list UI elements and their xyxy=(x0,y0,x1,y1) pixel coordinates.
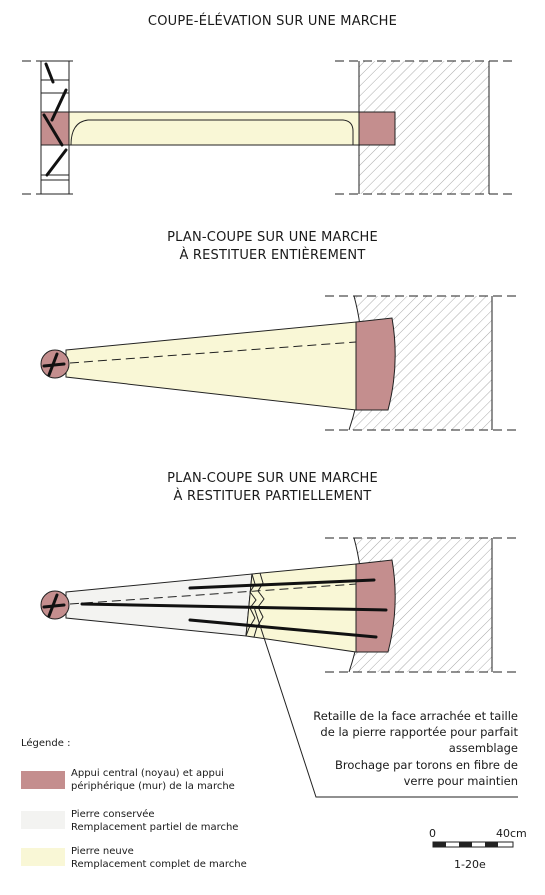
scale-bar-segment xyxy=(433,842,446,847)
scale-start-label: 0 xyxy=(429,827,436,840)
plan-full-centerline xyxy=(55,341,357,365)
scale-bar-segment xyxy=(485,842,498,847)
plan-full-title: PLAN-COUPE SUR UNE MARCHE À RESTITUER EN… xyxy=(0,229,545,265)
plan-full-title-line1: PLAN-COUPE SUR UNE MARCHE xyxy=(167,230,378,245)
scale-ratio-label: 1-20e xyxy=(454,858,486,871)
annotation-brochage-line: verre pour maintien xyxy=(403,774,518,788)
plan-partial-title-line2: À RESTITUER PARTIELLEMENT xyxy=(173,489,372,504)
annotation-retaille-line: assemblage xyxy=(448,741,518,755)
scale-bar-segment xyxy=(459,842,472,847)
elevation-wall-appui xyxy=(358,111,396,146)
legend-item-conservee: Pierre conservée Remplacement partiel de… xyxy=(71,808,238,834)
plan-partial-rods xyxy=(80,578,388,639)
plan-partial-rod xyxy=(188,578,376,590)
elevation-section xyxy=(22,60,515,195)
annotation-retaille-line: de la pierre rapportée pour parfait xyxy=(320,725,518,739)
scale-end-label: 40cm xyxy=(496,827,527,840)
elevation-step-underside xyxy=(70,119,354,146)
annotation-brochage: Brochage par torons en fibre de verre po… xyxy=(278,757,518,789)
elevation-title: COUPE-ÉLÉVATION SUR UNE MARCHE xyxy=(147,14,398,29)
legend-item-line: Remplacement partiel de marche xyxy=(71,822,239,833)
legend-item-line: Pierre conservée xyxy=(71,809,155,820)
plan-partial-title: PLAN-COUPE SUR UNE MARCHE À RESTITUER PA… xyxy=(0,470,545,506)
legend-item-line: Remplacement complet de marche xyxy=(71,859,247,870)
elevation-core-joints xyxy=(41,79,69,181)
plan-partial-section xyxy=(40,537,518,798)
plan-full-wall-appui xyxy=(355,317,396,411)
plan-full-title-line2: À RESTITUER ENTIÈREMENT xyxy=(179,248,366,263)
legend-item-line: périphérique (mur) de la marche xyxy=(71,781,235,792)
annotation-retaille: Retaille de la face arrachée et taille d… xyxy=(278,708,518,756)
annotation-brochage-line: Brochage par torons en fibre de xyxy=(335,758,518,772)
plan-partial-title-line1: PLAN-COUPE SUR UNE MARCHE xyxy=(167,471,378,486)
plan-partial-core-rods xyxy=(42,593,66,618)
legend-item-line: Appui central (noyau) et appui xyxy=(71,768,224,779)
annotation-retaille-line: Retaille de la face arrachée et taille xyxy=(313,709,518,723)
legend-swatch-conservee xyxy=(21,811,65,829)
plan-full-dash-lines xyxy=(325,295,518,431)
legend-swatch-appui xyxy=(21,771,65,789)
elevation-core-rods xyxy=(42,62,68,177)
annotation-leader-line xyxy=(253,606,518,798)
plan-full-section xyxy=(40,295,518,431)
plan-full-new-step xyxy=(65,321,357,411)
plan-partial-centerline xyxy=(55,583,357,606)
legend-title: Légende : xyxy=(21,738,71,749)
plan-partial-dash-lines xyxy=(325,537,518,673)
plan-full-core-rods xyxy=(42,352,66,377)
plan-partial-wall-appui xyxy=(355,559,396,653)
legend-swatch-neuve xyxy=(21,848,65,866)
legend-item-neuve: Pierre neuve Remplacement complet de mar… xyxy=(71,845,247,871)
legend-item-appui: Appui central (noyau) et appui périphéri… xyxy=(71,767,235,793)
elevation-step xyxy=(68,111,360,146)
plan-partial-rod xyxy=(80,602,388,612)
legend-item-line: Pierre neuve xyxy=(71,846,134,857)
scale-bar xyxy=(432,841,514,848)
plan-partial-rod xyxy=(188,618,378,639)
